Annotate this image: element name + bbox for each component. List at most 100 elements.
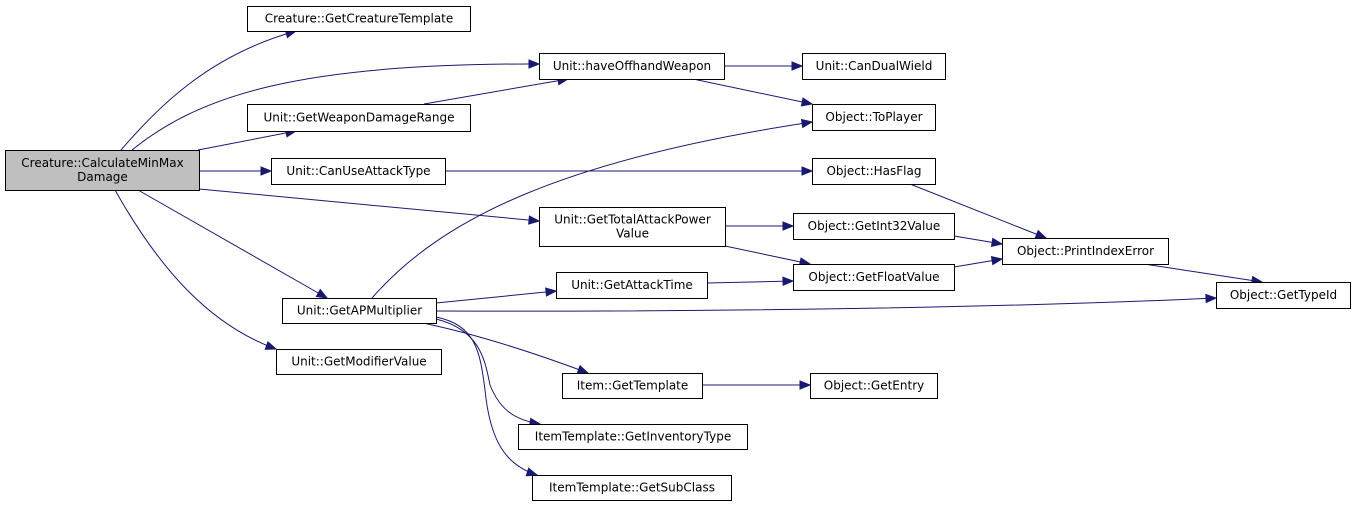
edge-line (692, 78, 813, 105)
edge-n0-n4 (199, 166, 273, 176)
node-label: Unit::GetAttackTime (571, 278, 693, 292)
node-label: Object::GetTypeId (1230, 288, 1337, 302)
node-label: Object::PrintIndexError (1017, 244, 1154, 258)
edge-line (724, 245, 811, 265)
function-node[interactable]: ItemTemplate::GetInventoryType (518, 424, 748, 450)
node-label: Creature::CalculateMinMax (21, 156, 183, 170)
edge-n5-n12 (724, 245, 812, 267)
edge-line (423, 78, 569, 105)
node-label: ItemTemplate::GetSubClass (549, 481, 715, 495)
function-node[interactable]: Unit::CanUseAttackType (271, 158, 446, 185)
function-node[interactable]: Unit::CanDualWield (802, 53, 946, 80)
arrowhead-icon (264, 340, 278, 350)
node-label: Object::HasFlag (826, 164, 921, 178)
function-node[interactable]: Unit::GetWeaponDamageRange (247, 104, 471, 132)
function-node[interactable]: ItemTemplate::GetSubClass (532, 475, 732, 501)
node-box (1002, 238, 1169, 265)
edge-n2-n8 (724, 61, 804, 71)
arrowhead-icon (545, 287, 558, 297)
node-label: Object::ToPlayer (825, 110, 922, 124)
arrowhead-icon (525, 467, 539, 477)
node-box (247, 6, 471, 32)
node-box (802, 53, 946, 80)
edge-line (435, 297, 1217, 312)
arrowhead-icon (791, 61, 804, 71)
edges-layer (114, 29, 1264, 477)
node-label: Unit::GetAPMultiplier (297, 304, 422, 318)
node-box (518, 424, 748, 450)
edge-line (137, 189, 328, 299)
node-label: Unit::CanUseAttackType (286, 164, 430, 178)
function-node[interactable]: Unit::GetAPMultiplier (282, 298, 437, 324)
edge-n6-n9 (371, 118, 814, 299)
function-node[interactable]: Creature::GetCreatureTemplate (247, 6, 471, 32)
nodes-layer: Creature::CalculateMinMaxDamageCreature:… (5, 6, 1351, 501)
edge-line (371, 121, 813, 299)
function-node[interactable]: Object::GetEntry (810, 373, 938, 399)
function-node[interactable]: Unit::GetModifierValue (276, 349, 442, 375)
edge-n13-n12 (706, 276, 795, 286)
edge-n14-n15 (1143, 263, 1264, 286)
node-box (532, 475, 732, 501)
arrowhead-icon (260, 166, 273, 176)
node-box (793, 264, 955, 291)
edge-n16-n17 (702, 380, 812, 390)
node-label: Damage (77, 170, 128, 184)
arrowhead-icon (800, 118, 814, 129)
function-node[interactable]: Object::GetInt32Value (793, 213, 955, 240)
edge-n11-n14 (953, 235, 1004, 247)
edge-line (706, 280, 794, 284)
edge-n4-n10 (445, 166, 814, 176)
function-node[interactable]: Object::HasFlag (812, 158, 936, 185)
node-box (5, 150, 200, 191)
edge-n2-n9 (692, 78, 814, 107)
edge-line (422, 322, 589, 374)
arrowhead-icon (801, 166, 814, 176)
function-node[interactable]: Object::PrintIndexError (1002, 238, 1169, 265)
edge-n10-n14 (909, 183, 1048, 239)
node-label: Unit::CanDualWield (816, 59, 933, 73)
edge-line (1143, 263, 1263, 283)
function-node[interactable]: Unit::GetAttackTime (556, 272, 708, 299)
node-label: ItemTemplate::GetInventoryType (535, 430, 731, 444)
edge-n12-n14 (953, 256, 1004, 268)
node-box (276, 349, 442, 375)
edge-n6-n13 (435, 287, 558, 304)
node-box (1216, 282, 1351, 309)
edge-line (435, 290, 557, 304)
function-node[interactable]: Object::GetFloatValue (793, 264, 955, 291)
node-box (271, 158, 446, 185)
arrowhead-icon (782, 276, 795, 286)
node-label: Creature::GetCreatureTemplate (265, 12, 454, 26)
edge-line (435, 318, 541, 425)
node-label: Object::GetEntry (824, 379, 924, 393)
node-box (562, 373, 703, 399)
function-node[interactable]: Unit::haveOffhandWeapon (539, 53, 725, 80)
edge-line (131, 63, 540, 151)
node-box (793, 213, 955, 240)
edge-n0-n2 (131, 59, 541, 151)
node-label: Value (616, 227, 649, 241)
edge-line (435, 316, 538, 476)
function-node[interactable]: Object::ToPlayer (812, 104, 936, 131)
edge-n6-n16 (422, 322, 590, 374)
function-node[interactable]: Object::GetTypeId (1216, 282, 1351, 309)
edge-n5-n11 (725, 221, 795, 231)
function-node[interactable]: Item::GetTemplate (562, 373, 703, 399)
edge-line (198, 188, 540, 222)
node-label: Item::GetTemplate (577, 379, 689, 393)
arrowhead-icon (799, 380, 812, 390)
node-label: Unit::GetTotalAttackPower (554, 213, 711, 227)
arrowhead-icon (528, 59, 541, 69)
edge-n6-n15 (435, 293, 1218, 312)
node-box (812, 104, 936, 131)
edge-line (909, 183, 1047, 239)
arrowhead-icon (315, 288, 329, 299)
arrowhead-icon (782, 221, 795, 231)
edge-line (114, 189, 277, 350)
edge-n3-n2 (423, 76, 570, 105)
arrowhead-icon (576, 364, 590, 374)
node-label: Object::GetFloatValue (808, 270, 939, 284)
